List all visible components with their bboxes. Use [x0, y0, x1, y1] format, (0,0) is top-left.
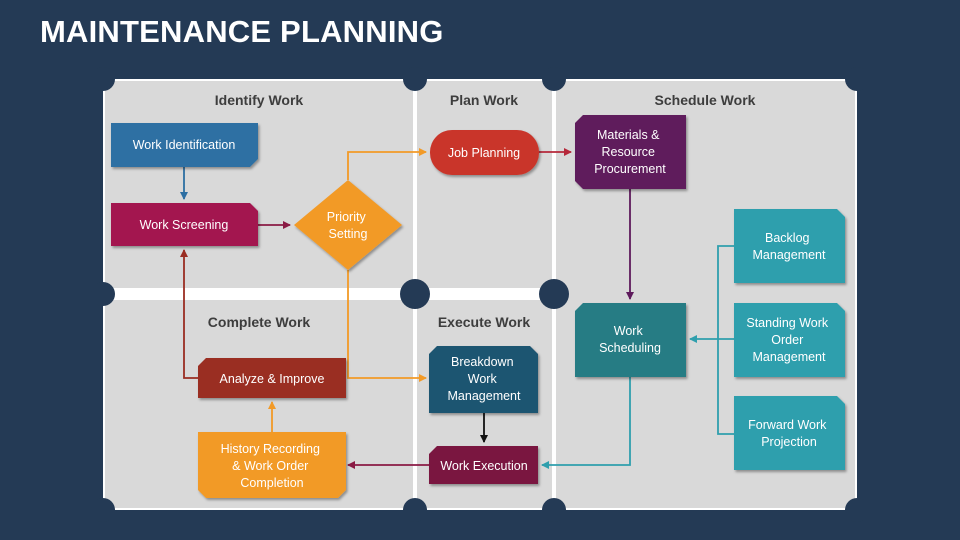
node-backlog-management-label: Backlog Management: [753, 231, 826, 262]
node-work-screening[interactable]: [111, 203, 258, 246]
node-work-scheduling-label: Work Scheduling: [599, 324, 661, 355]
node-materials-procurement-label: Materials & Resource Procurement: [594, 128, 666, 176]
node-breakdown-work-management-label: Breakdown Work Management: [448, 355, 521, 403]
node-work-execution-label: Work Execution: [440, 459, 527, 473]
arrow-projection-to-scheduling: [690, 245, 734, 435]
connectors: [180, 148, 734, 469]
node-work-screening-label: Work Screening: [140, 218, 229, 232]
node-materials-procurement[interactable]: [575, 115, 686, 189]
node-work-identification-label: Work Identification: [133, 138, 236, 152]
node-forward-work-projection[interactable]: [734, 396, 845, 470]
node-standing-work-order[interactable]: [734, 303, 845, 377]
node-analyze-improve[interactable]: [198, 358, 346, 398]
page-title: MAINTENANCE PLANNING: [40, 14, 444, 49]
node-work-identification[interactable]: [111, 123, 258, 167]
node-breakdown-work-management[interactable]: [429, 346, 538, 413]
node-job-planning-label: Job Planning: [448, 146, 520, 160]
node-analyze-improve-label: Analyze & Improve: [220, 372, 325, 386]
section-label-plan-work: Plan Work: [450, 92, 518, 108]
panel-frame: [91, 67, 869, 522]
node-history-recording-label: History Recording & Work Order Completio…: [221, 442, 324, 490]
section-label-execute-work: Execute Work: [438, 314, 531, 330]
arrow-priority-to-job-planning: [347, 148, 427, 180]
panel-identify-work: [105, 81, 413, 288]
arrow-scheduling-to-execution: [541, 377, 631, 469]
node-history-recording[interactable]: [198, 432, 346, 498]
node-work-scheduling[interactable]: [575, 303, 686, 377]
section-label-identify-work: Identify Work: [215, 92, 304, 108]
node-backlog-management[interactable]: [734, 209, 845, 283]
node-priority-setting-label: Priority Setting: [327, 210, 369, 241]
section-label-complete-work: Complete Work: [208, 314, 311, 330]
arrow-analyze-to-screening: [180, 249, 198, 379]
section-label-schedule-work: Schedule Work: [655, 92, 756, 108]
panel-plan-work: [417, 81, 552, 288]
node-job-planning[interactable]: [430, 130, 539, 175]
node-standing-work-order-label: Standing Work Order Management: [746, 316, 831, 364]
node-priority-setting[interactable]: [294, 180, 402, 270]
node-forward-work-projection-label: Forward Work Projection: [748, 418, 830, 449]
arrow-priority-to-breakdown: [347, 270, 427, 382]
node-work-execution[interactable]: [429, 446, 538, 484]
